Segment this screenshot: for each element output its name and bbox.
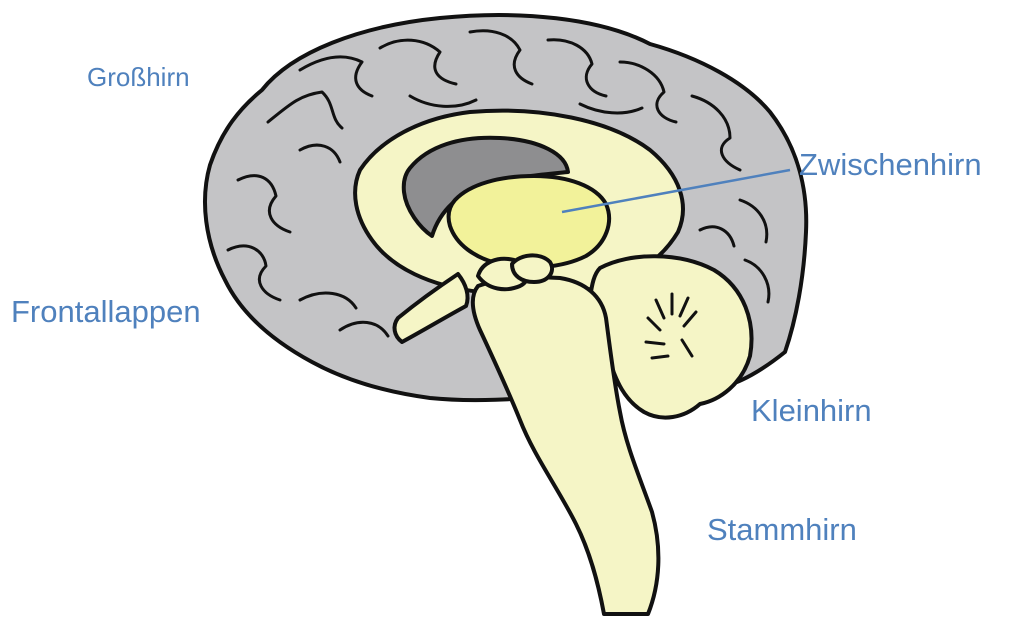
label-zwischenhirn: Zwischenhirn xyxy=(799,149,982,180)
label-frontallappen: Frontallappen xyxy=(11,296,201,327)
thalamus xyxy=(449,176,609,267)
label-stammhirn: Stammhirn xyxy=(707,514,857,545)
label-grosshirn: Großhirn xyxy=(87,64,190,90)
label-kleinhirn: Kleinhirn xyxy=(751,395,872,426)
